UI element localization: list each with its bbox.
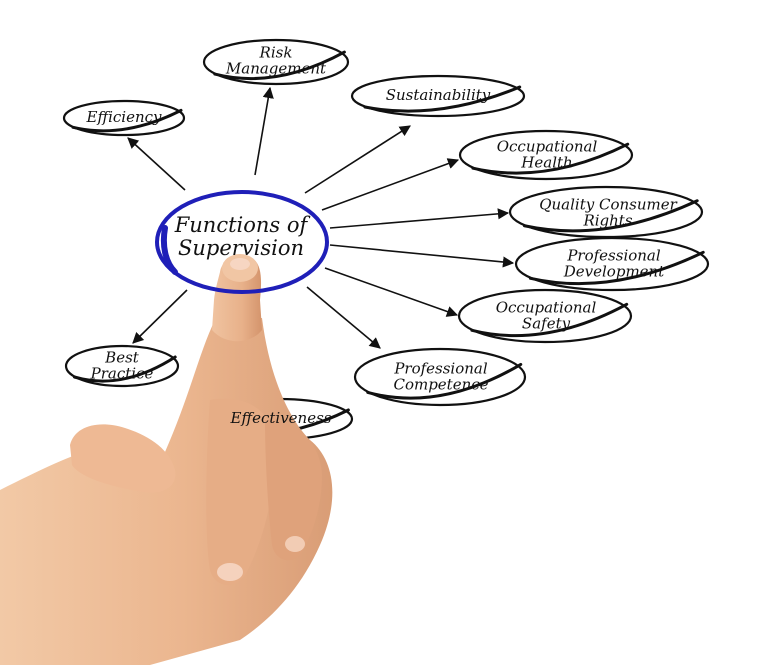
node-label-line: Occupational xyxy=(495,298,597,317)
arrow-to-professional-competence xyxy=(306,286,381,349)
node-label-line: Safety xyxy=(521,314,571,332)
center-title: Functions of Supervision xyxy=(174,212,308,260)
node-quality-consumer-rights: Quality Consumer Rights xyxy=(539,195,677,229)
arrow-to-best-practice xyxy=(132,289,188,344)
arrow-to-quality-consumer-rights xyxy=(329,208,510,229)
arrow-to-occupational-health xyxy=(321,158,460,211)
node-label-line: Competence xyxy=(393,375,489,393)
node-occupational-health: Occupational Health xyxy=(496,137,598,171)
center-title-line: Supervision xyxy=(177,236,305,260)
ellipse-stroke-occupational-safety xyxy=(470,302,629,338)
node-label-line: Best xyxy=(105,348,139,367)
node-sustainability: Sustainability xyxy=(385,86,491,105)
ellipse-stroke-quality-consumer-rights xyxy=(522,199,699,233)
node-label-line: Risk xyxy=(259,43,293,62)
node-occupational-safety: Occupational Safety xyxy=(495,298,597,332)
arrow-to-sustainability xyxy=(304,125,411,194)
ellipse-occupational-safety xyxy=(457,288,633,344)
node-label-line: Efficiency xyxy=(86,108,162,127)
node-label-line: Health xyxy=(521,153,573,171)
ellipse-stroke-occupational-health xyxy=(471,142,630,175)
arrow-to-occupational-safety xyxy=(324,267,459,317)
node-label-line: Sustainability xyxy=(385,86,491,105)
ellipse-best-practice xyxy=(64,344,180,388)
ellipse-stroke-best-practice xyxy=(72,355,177,383)
node-label-line: Professional xyxy=(567,246,661,265)
node-label-line: Quality Consumer xyxy=(539,195,677,214)
ellipse-stroke-professional-competence xyxy=(366,362,523,400)
node-professional-development: Professional Development xyxy=(563,246,665,280)
ellipse-professional-development xyxy=(514,236,710,292)
center-title-line: Functions of xyxy=(174,212,308,237)
node-efficiency: Efficiency xyxy=(86,108,162,127)
node-label-line: Occupational xyxy=(496,137,598,156)
node-label-line: Development xyxy=(563,262,665,280)
ellipse-sustainability xyxy=(350,74,526,118)
arrow-to-efficiency xyxy=(127,137,186,191)
node-label-line: Practice xyxy=(90,364,154,382)
ellipse-stroke-risk-management xyxy=(213,50,346,80)
ellipse-professional-competence xyxy=(353,347,527,407)
node-label-line: Rights xyxy=(583,211,633,229)
ellipse-stroke-professional-development xyxy=(528,250,705,286)
node-effectiveness: Effectiveness xyxy=(230,409,332,428)
ellipse-occupational-health xyxy=(458,129,634,181)
node-best-practice: Best Practice xyxy=(90,348,154,382)
center-ring xyxy=(155,190,329,294)
node-label-line: Effectiveness xyxy=(230,409,332,428)
node-risk-management: Risk Management xyxy=(225,43,327,77)
node-label-line: Professional xyxy=(394,359,488,378)
ellipse-efficiency xyxy=(62,99,186,137)
arrow-to-professional-development xyxy=(329,244,515,268)
node-professional-competence: Professional Competence xyxy=(393,359,489,393)
ellipse-stroke-sustainability xyxy=(363,85,522,113)
hand-pointing-icon xyxy=(0,254,333,665)
ellipse-risk-management xyxy=(202,38,350,86)
arrow-to-risk-management xyxy=(254,86,274,176)
node-label-line: Management xyxy=(225,59,327,77)
ellipse-stroke-efficiency xyxy=(71,108,183,133)
